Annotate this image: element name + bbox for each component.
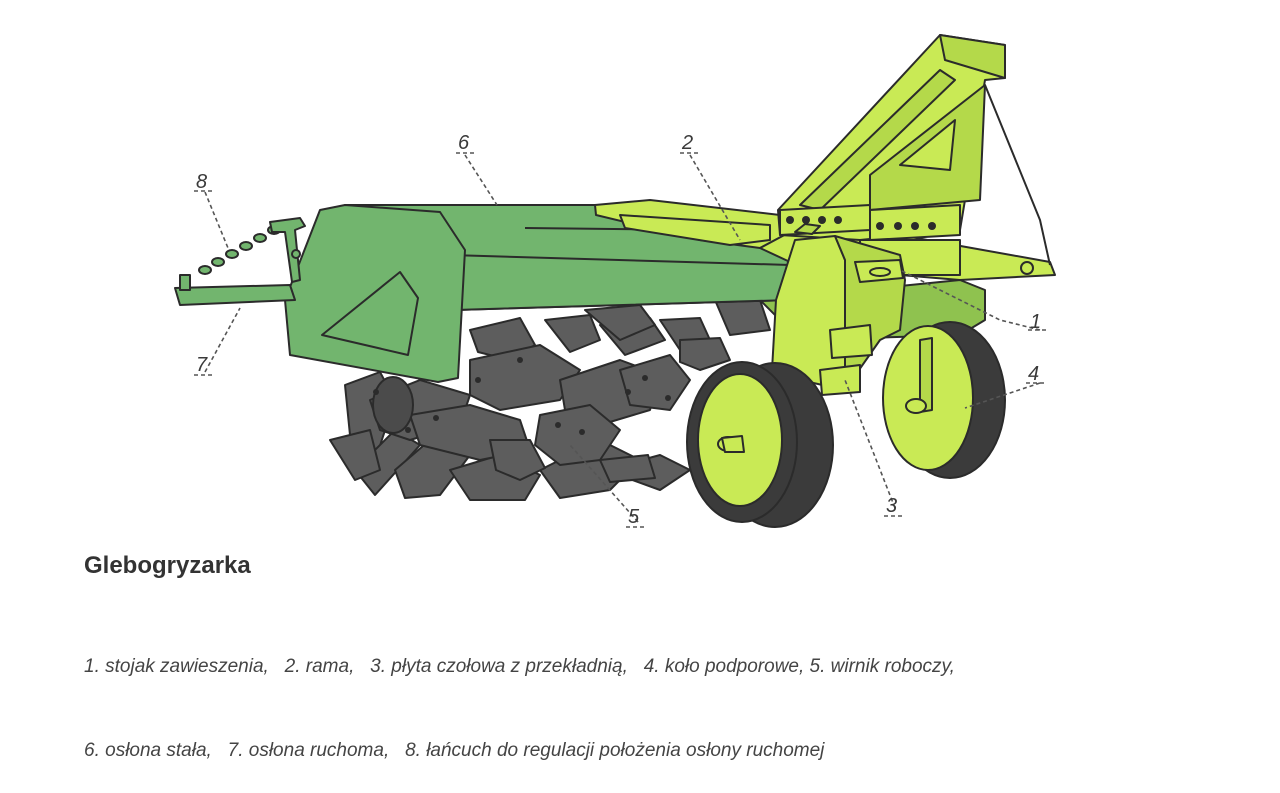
legend-line-2: 6. osłona stała, 7. osłona ruchoma, 8. ł…	[84, 740, 825, 761]
callout-5: 5	[628, 506, 640, 528]
callout-2: 2	[681, 132, 693, 154]
callout-3: 3	[886, 495, 897, 517]
legend-line-1: 1. stojak zawieszenia, 2. rama, 3. płyta…	[84, 656, 955, 677]
tiller-diagram: 1 2 3 4 5 6 7 8	[174, 34, 1056, 528]
movable-shield	[174, 274, 296, 306]
suspension-mast	[777, 34, 1051, 266]
support-wheel-front	[686, 361, 834, 528]
callout-1: 1	[1030, 311, 1041, 333]
callout-leaders	[204, 154, 1041, 523]
adjustment-chain	[198, 217, 306, 283]
diagram-title: Glebogryzarka	[84, 552, 251, 579]
callout-4: 4	[1028, 363, 1039, 385]
parts-legend: 1. stojak zawieszenia, 2. rama, 3. płyta…	[84, 597, 955, 793]
callout-7: 7	[196, 354, 208, 376]
support-wheel-rear	[882, 321, 1006, 479]
callout-6: 6	[458, 132, 470, 154]
front-plate	[771, 223, 906, 396]
callout-8: 8	[196, 171, 207, 193]
